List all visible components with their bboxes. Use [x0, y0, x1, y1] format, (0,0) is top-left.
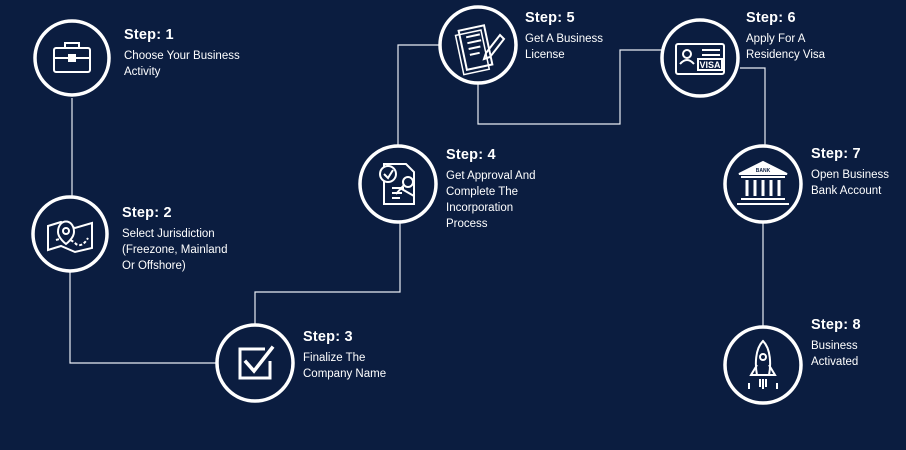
connector-2-3	[69, 272, 218, 364]
step-4-text: Step: 4 Get Approval And Complete The In…	[446, 147, 536, 232]
step-6-title: Step: 6	[746, 10, 796, 26]
approval-document-icon	[379, 163, 415, 205]
map-pin-icon	[47, 220, 93, 254]
step-5-text: Step: 5 Get A Business License	[525, 10, 603, 63]
step-8-text: Step: 8 Business Activated	[811, 317, 861, 370]
connector-3-4	[254, 222, 401, 324]
step-3-description: Finalize The Company Name	[303, 352, 387, 380]
visa-card-icon: VISA	[675, 43, 725, 75]
step-2-text: Step: 2 Select Jurisdiction (Freezone, M…	[122, 205, 227, 274]
step-1-title: Step: 1	[124, 27, 174, 43]
step-6-text: Step: 6 Apply For A Residency Visa	[746, 10, 825, 63]
step-5-title: Step: 5	[525, 10, 575, 26]
checkbox-icon	[238, 345, 275, 380]
connector-5-6	[477, 49, 662, 125]
step-2-title: Step: 2	[122, 205, 172, 221]
rocket-icon	[748, 339, 778, 389]
step-1-text: Step: 1 Choose Your Business Activity	[124, 27, 240, 80]
connector-4-5	[397, 44, 440, 146]
step-6-node: VISA	[660, 18, 740, 98]
step-7-node: BANK	[723, 144, 803, 224]
step-8-description: Business Activated	[811, 340, 859, 368]
bank-label: BANK	[756, 168, 771, 174]
step-3-title: Step: 3	[303, 329, 353, 345]
step-8-title: Step: 8	[811, 317, 861, 333]
step-4-circle	[358, 144, 438, 224]
step-5-description: Get A Business License	[525, 33, 603, 61]
briefcase-icon	[53, 42, 91, 73]
step-5-node	[438, 5, 518, 85]
step-7-text: Step: 7 Open Business Bank Account	[811, 146, 889, 199]
step-8-node	[723, 325, 803, 405]
visa-label: VISA	[699, 60, 721, 70]
connector-6-7	[740, 67, 766, 145]
step-1-node	[33, 19, 111, 97]
step-4-node	[358, 144, 438, 224]
bank-icon: BANK	[737, 160, 789, 205]
step-3-node	[215, 323, 295, 403]
step-7-description: Open Business Bank Account	[811, 169, 889, 197]
step-4-title: Step: 4	[446, 147, 496, 163]
step-4-description: Get Approval And Complete The Incorporat…	[446, 170, 536, 230]
step-1-description: Choose Your Business Activity	[124, 50, 240, 78]
step-2-description: Select Jurisdiction (Freezone, Mainland …	[122, 228, 228, 272]
step-2-node	[31, 195, 109, 273]
step-5-circle	[438, 5, 518, 85]
step-8-circle	[723, 325, 803, 405]
connector-lines	[69, 44, 766, 364]
step-6-description: Apply For A Residency Visa	[746, 33, 826, 61]
step-3-text: Step: 3 Finalize The Company Name	[303, 329, 386, 382]
step-3-circle	[215, 323, 295, 403]
step-7-title: Step: 7	[811, 146, 861, 162]
license-document-icon	[454, 24, 506, 76]
